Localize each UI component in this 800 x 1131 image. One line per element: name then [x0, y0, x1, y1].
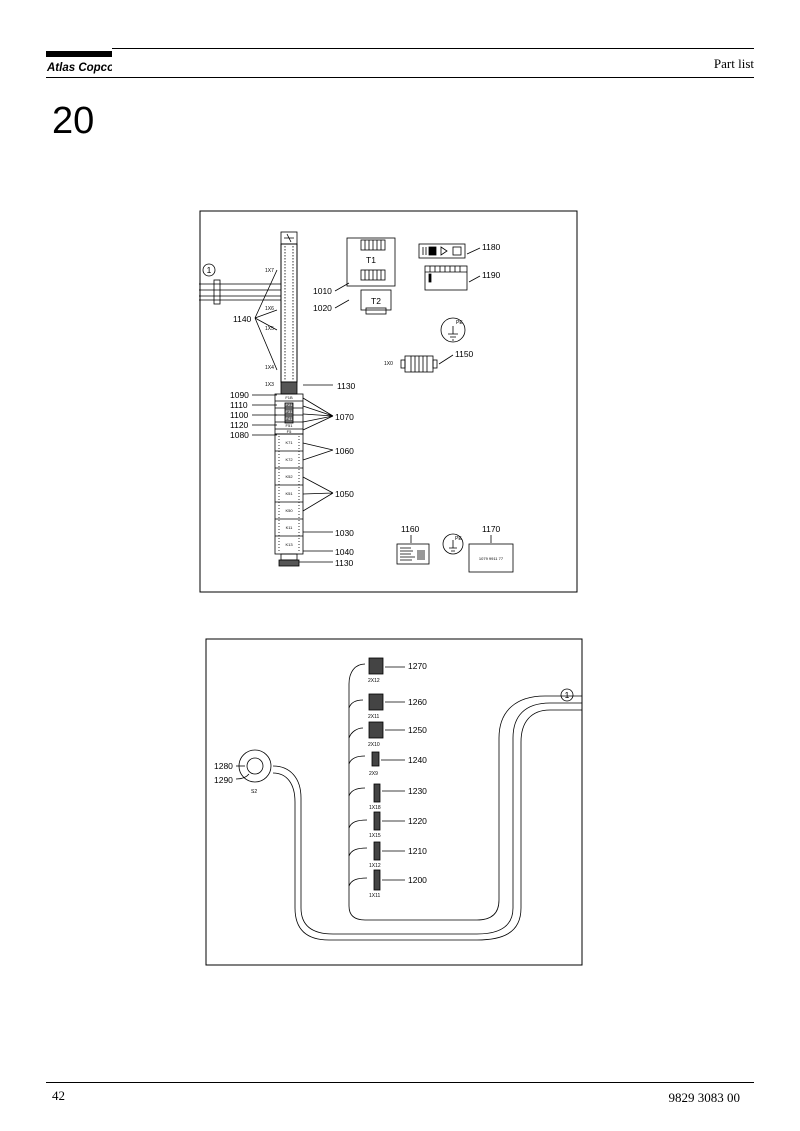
plate-1170 [468, 543, 514, 573]
header-rule-bottom [46, 77, 754, 78]
transformer-t1-label: T1 [366, 255, 376, 265]
callout-1200: 1200 [408, 875, 427, 885]
connector-label-1x11: 1X11 [369, 893, 381, 899]
connector-label-1x15: 1X15 [369, 833, 381, 839]
connector-label-2x11: 2X11 [368, 714, 380, 720]
callout-1230: 1230 [408, 786, 427, 796]
callout-1270: 1270 [408, 661, 427, 671]
connector-1x12 [373, 841, 381, 861]
label-plate-1160 [396, 543, 430, 565]
connector-1x7: 1X7 [265, 268, 274, 274]
module-f41: F41 [286, 416, 294, 421]
connector-label-2x10: 2X10 [368, 742, 380, 748]
ground-label-top: PE [456, 320, 463, 326]
callout-1280: 1280 [214, 761, 233, 771]
sensor-s2-label: S2 [251, 789, 257, 795]
module-k52: K52 [285, 474, 293, 479]
connector-1x15 [373, 811, 381, 831]
callout-1240: 1240 [408, 755, 427, 765]
ground-label-bottom: PE [455, 536, 462, 542]
connector-2x11 [368, 693, 384, 711]
callout-1220: 1220 [408, 816, 427, 826]
connector-1x6: 1X6 [265, 306, 274, 312]
section-number: 20 [52, 100, 95, 142]
callout-1210: 1210 [408, 846, 427, 856]
callout-1110: 1110 [230, 400, 248, 410]
connector-2x9 [371, 751, 380, 767]
module-k72: K72 [285, 457, 293, 462]
connector-label-2x9: 2X9 [369, 771, 378, 777]
wiring-harness-diagram: 1 S2 1280 1290 2X12 2X11 2X10 2X9 1X18 1… [205, 638, 583, 966]
transformer-t2-label: T2 [371, 296, 381, 306]
callout-1100: 1100 [230, 410, 249, 420]
connector-label-1x12: 1X12 [369, 863, 381, 869]
connector-label-2x12: 2X12 [368, 678, 380, 684]
callout-1040: 1040 [335, 547, 354, 557]
callout-1020: 1020 [313, 303, 332, 313]
ground-symbol-bottom [442, 533, 464, 555]
marker-circle-bottom [560, 688, 574, 702]
callout-1180: 1180 [482, 242, 501, 252]
plate-1170-number: 1079 9911 77 [479, 556, 504, 561]
callout-1250: 1250 [408, 725, 427, 735]
module-k50: K50 [285, 508, 293, 513]
header-rule-top [112, 48, 754, 49]
cabinet-layout-diagram: 1 1X7 1X6 1X5 1X4 1X3 F1B F21 F31 F41 F5… [199, 210, 578, 593]
callout-1140: 1140 [233, 314, 252, 324]
callout-1010: 1010 [313, 286, 332, 296]
callout-1070: 1070 [335, 412, 354, 422]
transformer-t2 [360, 289, 392, 311]
callout-1150: 1150 [455, 349, 474, 359]
callout-1130-top: 1130 [337, 381, 356, 391]
callout-1050: 1050 [335, 489, 354, 499]
connector-2x10 [368, 721, 384, 739]
callout-1190: 1190 [482, 270, 501, 280]
module-f1b: F1B [285, 395, 293, 400]
svg-text:Atlas Copco: Atlas Copco [46, 62, 112, 74]
module-f5: F5 [287, 429, 292, 434]
callout-1080: 1080 [230, 430, 249, 440]
marker-label: 1 [207, 265, 212, 275]
callout-1120: 1120 [230, 420, 249, 430]
module-f51: F51 [286, 423, 294, 428]
atlas-copco-logo: Atlas Copco [46, 51, 112, 74]
module-k51: K51 [285, 491, 293, 496]
document-number: 9829 3083 00 [668, 1090, 741, 1105]
module-k13: K13 [285, 542, 293, 547]
connector-1x18 [373, 783, 381, 803]
callout-1130-bottom: 1130 [335, 558, 354, 568]
module-k71: K71 [285, 440, 293, 445]
callout-1060: 1060 [335, 446, 354, 456]
connector-1x0: 1X0 [384, 361, 393, 367]
module-f21: F21 [286, 402, 294, 407]
callout-1170: 1170 [482, 524, 501, 534]
module-f31: F31 [286, 409, 294, 414]
callout-1030: 1030 [335, 528, 354, 538]
callout-1260: 1260 [408, 697, 427, 707]
connector-1x5: 1X5 [265, 326, 274, 332]
connector-1x11 [373, 869, 381, 891]
component-1180 [418, 243, 466, 259]
callout-1090: 1090 [230, 390, 249, 400]
transformer-t1 [346, 237, 396, 287]
callout-1290: 1290 [214, 775, 233, 785]
connector-1x3: 1X3 [265, 382, 274, 388]
connector-label-1x18: 1X18 [369, 805, 381, 811]
ground-symbol-top [440, 317, 466, 343]
page-header-title: Part list [713, 56, 754, 71]
component-1190 [424, 265, 468, 291]
marker-circle [202, 263, 216, 277]
connector-1x4: 1X4 [265, 365, 274, 371]
callout-1160: 1160 [401, 524, 420, 534]
page-number: 42 [52, 1088, 65, 1103]
module-k11: K11 [286, 525, 294, 530]
footer-rule [46, 1082, 754, 1083]
marker-label-bottom: 1 [565, 690, 570, 700]
connector-2x12 [368, 657, 384, 675]
